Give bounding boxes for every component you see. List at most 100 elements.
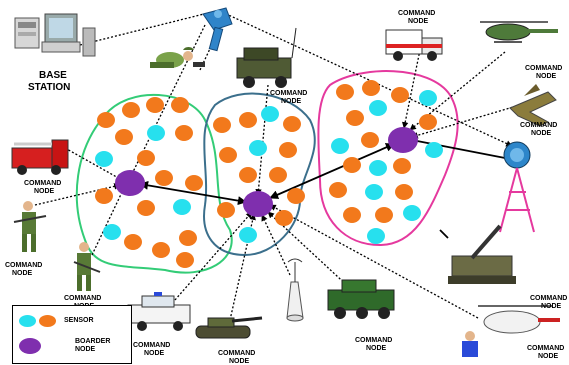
legend: SENSOR BOARDER NODE [12, 305, 132, 364]
border-links [139, 139, 506, 239]
border-node-left [115, 170, 145, 196]
sensor-node [239, 167, 257, 183]
sensor-node [279, 142, 297, 158]
command-node-label: NODE [536, 73, 557, 80]
soldier-icon [73, 242, 101, 291]
cluster-left [75, 94, 233, 274]
border-nodes [115, 127, 418, 217]
sensor-node [217, 202, 235, 218]
command-node-label: COMMAND [64, 295, 101, 302]
sensor-node [346, 110, 364, 126]
sensor-node [171, 97, 189, 113]
sensor-node [239, 112, 257, 128]
sensor-node [419, 114, 437, 130]
soldier-icon [150, 46, 205, 68]
legend-border-label-line2: NODE [75, 346, 96, 353]
sensor-node [269, 167, 287, 183]
command-node-label: NODE [366, 345, 387, 352]
sensor-node [213, 117, 231, 133]
helicopter-icon [480, 21, 558, 43]
sensor-node [331, 138, 349, 154]
sensor-node [219, 147, 237, 163]
sensor-node [362, 80, 380, 96]
border-node-right [388, 127, 418, 153]
command-node-label: COMMAND [520, 122, 557, 129]
military-jeep-icon [236, 27, 297, 88]
command-node-label: NODE [34, 188, 55, 195]
ambulance-icon [385, 29, 443, 61]
sensor-node [239, 227, 257, 243]
rescue-helicopter-icon [462, 305, 560, 357]
command-node-label: COMMAND [398, 10, 435, 17]
sensor-node [152, 242, 170, 258]
sensor-node [283, 116, 301, 132]
sensor-node [122, 102, 140, 118]
sensor-node [115, 129, 133, 145]
sensor-node [365, 184, 383, 200]
sensor-node [173, 199, 191, 215]
sensor-node [287, 188, 305, 204]
sensor-node [137, 150, 155, 166]
computer-terminal-icon [14, 13, 96, 57]
command-node-label: COMMAND [218, 350, 255, 357]
sensor-node [395, 184, 413, 200]
sensor-node [403, 205, 421, 221]
command-node-label: COMMAND [530, 295, 567, 302]
radar-tower-icon [499, 141, 535, 233]
antenna-icon [286, 258, 304, 322]
sensor-node [391, 87, 409, 103]
command-node-label: NODE [229, 358, 250, 365]
legend-border-row: BOARDER NODE [19, 338, 110, 354]
sensor-node [95, 151, 113, 167]
sensor-node [179, 230, 197, 246]
command-node-label: COMMAND [24, 180, 61, 187]
sensor-node [137, 200, 155, 216]
command-node-label: COMMAND [525, 65, 562, 72]
sensors-right [329, 80, 443, 244]
fire-truck-icon [11, 139, 69, 175]
sensor-node [185, 175, 203, 191]
sensor-node [393, 158, 411, 174]
sensors-middle [213, 106, 305, 243]
sensor-node [124, 234, 142, 250]
sensors-left [95, 97, 203, 268]
legend-border-swatch [19, 338, 41, 354]
sensor-node [369, 160, 387, 176]
sensor-node [103, 224, 121, 240]
sensor-node [361, 132, 379, 148]
sensor-node [249, 140, 267, 156]
sensor-node [343, 157, 361, 173]
border-node-middle [243, 191, 273, 217]
sensor-node [369, 100, 387, 116]
fighter-jet-icon [509, 84, 557, 127]
command-node-label: NODE [408, 18, 429, 25]
base-station-label-line2: STATION [28, 82, 70, 93]
command-node-label: NODE [541, 303, 562, 310]
sensor-node [97, 112, 115, 128]
legend-border-label: BOARDER NODE [75, 338, 110, 354]
legend-sensor-row: SENSOR [19, 315, 94, 327]
sensor-node [176, 252, 194, 268]
command-node-label: NODE [281, 98, 302, 105]
sensor-node [329, 182, 347, 198]
command-node-label: COMMAND [527, 345, 564, 352]
sensor-node [261, 106, 279, 122]
command-node-label: COMMAND [270, 90, 307, 97]
soldier-icon [13, 201, 47, 252]
sensor-node [375, 207, 393, 223]
legend-sensor-label: SENSOR [64, 317, 94, 324]
legend-sensor-orange-swatch [39, 315, 56, 327]
command-node-label: COMMAND [5, 262, 42, 269]
sensor-node [336, 84, 354, 100]
command-node-label: NODE [12, 270, 33, 277]
base-station-label-line1: BASE [39, 70, 67, 81]
sensor-node [367, 228, 385, 244]
tank-icon [195, 316, 263, 339]
armored-car-icon [327, 279, 395, 319]
sensor-node [155, 170, 173, 186]
sensor-node [95, 188, 113, 204]
sensor-node [146, 97, 164, 113]
sensor-node [275, 210, 293, 226]
sensor-node [343, 207, 361, 223]
